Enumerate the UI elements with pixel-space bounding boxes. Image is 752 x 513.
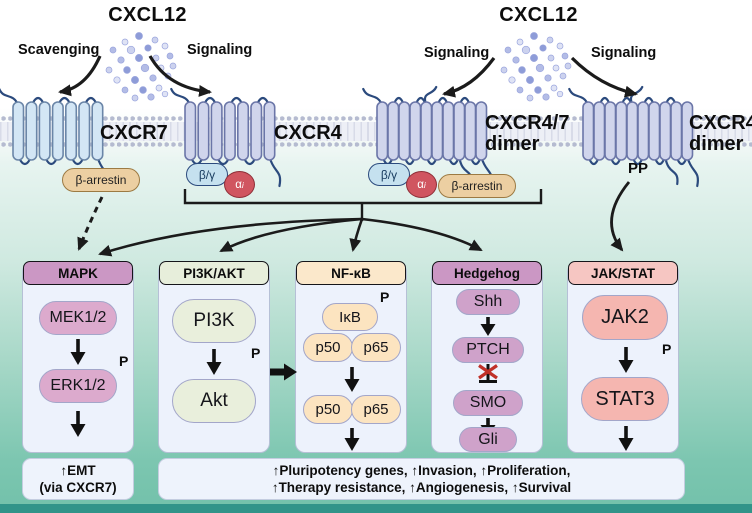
arrow-down-icon [206,349,222,375]
arrow-to-jakstat [610,181,631,252]
beta-gamma-subunit-cxcr47: β/γ [368,163,410,186]
cxcl12-title-right: CXCL12 [499,4,578,26]
arrow-down-icon [70,411,86,437]
arrow-down-icon [344,428,360,451]
arrow-to-mapk [98,217,363,257]
cxcr4-dimer-label-line1: CXCR4 [689,112,752,134]
alpha-sub-i: i [241,179,244,190]
p50-node: p50 [303,395,353,424]
akt-node: Akt [172,379,256,423]
phospho-p: P [380,289,390,305]
p65-node: p65 [351,333,401,362]
emt-line1: ↑EMT [60,463,96,478]
cxcr4-receptor-icon [170,87,282,188]
gli-node: Gli [459,427,517,452]
ptch-node: PTCH [452,337,524,363]
phospho-p: P [662,341,672,357]
pi3k-header: PI3K/AKT [159,261,269,285]
cxcr7-receptor-icon [0,88,110,188]
signaling-label-2: Signaling [424,45,490,61]
emt-line2: (via CXCR7) [39,480,117,495]
pi3k-pathway-card: PI3K/AKT PI3K P Akt [158,261,270,453]
cxcl12-title-left: CXCL12 [108,4,187,26]
cxcl12-molecules-icon-left [105,32,177,102]
cxcr4-label: CXCR4 [274,122,342,144]
arrow-to-pi3k [219,217,363,253]
ikb-node: IκB [322,303,378,331]
cxcr7-label: CXCR7 [100,122,168,144]
main-outcomes-box: ↑Pluripotency genes, ↑Invasion, ↑Prolife… [158,458,685,500]
jak2-node: JAK2 [582,295,668,340]
phospho-p: P [251,345,261,361]
alpha-sub-i: i [423,179,426,190]
alpha-glyph: α [417,178,424,191]
cxcr47-dimer-label: CXCR4/7 dimer [485,113,569,155]
membrane-lipid-heads-top [0,115,752,122]
arrow-down-icon [70,339,86,365]
jakstat-header: JAK/STAT [568,261,678,285]
beta-arrestin-badge-cxcr47: β-arrestin [438,174,516,198]
nfkb-pathway-card: NF-κB P IκB p50 p65 p50 p65 [295,261,407,453]
p50-node: p50 [303,333,353,362]
mek-node: MEK1/2 [39,301,117,335]
mapk-pathway-card: MAPK MEK1/2 P ERK1/2 [22,261,134,453]
signaling-arrow-3 [570,56,638,98]
phosphorylation-pp-label: PP [628,160,649,177]
bottom-bar [0,504,752,513]
shh-node: Shh [456,289,520,315]
pi3k-node: PI3K [172,299,256,343]
signaling-label-3: Signaling [591,45,657,61]
inhibition-blocked-icon [478,364,498,383]
outcomes-line2: ↑Therapy resistance, ↑Angiogenesis, ↑Sur… [271,480,572,495]
beta-arrestin-to-mapk-dashed-arrow [77,196,104,251]
erk-node: ERK1/2 [39,369,117,403]
crosstalk-right-arrow-icon [270,363,297,381]
membrane-lipid-heads-bottom [0,141,752,148]
cxcr47-dimer-receptor-icon [362,85,493,188]
signaling-arrow-2 [442,57,496,98]
phospho-p: P [119,353,129,369]
beta-gamma-subunit-cxcr4: β/γ [186,163,228,186]
scavenging-label: Scavenging [18,42,100,58]
arrow-to-nfkb [349,218,364,252]
cxcr4-dimer-receptor-icon [568,85,699,188]
p65-node: p65 [351,395,401,424]
arrow-to-hedgehog [361,217,483,252]
arrow-down-icon [618,426,634,451]
scavenging-arrow [58,55,102,97]
arrow-down-icon [618,347,634,373]
cxcr47-dimer-label-line2: dimer [485,133,540,155]
cxcl12-molecules-icon-right [500,32,572,102]
hedgehog-pathway-card: Hedgehog Shh PTCH SMO Gli [431,261,543,453]
nfkb-header: NF-κB [296,261,406,285]
arrow-down-icon [480,317,496,336]
hedgehog-header: Hedgehog [432,261,542,285]
alpha-glyph: α [235,178,242,191]
signaling-label-1: Signaling [187,42,253,58]
cxcr47-dimer-label-line1: CXCR4/7 [485,112,570,134]
mapk-header: MAPK [23,261,133,285]
emt-outcome-box: ↑EMT (via CXCR7) [22,458,134,500]
outcomes-line1: ↑Pluripotency genes, ↑Invasion, ↑Prolife… [272,463,571,478]
smo-node: SMO [453,390,523,416]
jakstat-pathway-card: JAK/STAT JAK2 P STAT3 [567,261,679,453]
cxcr4-dimer-label: CXCR4 dimer [689,113,752,155]
arrow-down-icon [344,367,360,392]
beta-arrestin-badge-cxcr7: β-arrestin [62,168,140,192]
cxcr4-dimer-label-line2: dimer [689,133,744,155]
stat3-node: STAT3 [581,377,669,421]
